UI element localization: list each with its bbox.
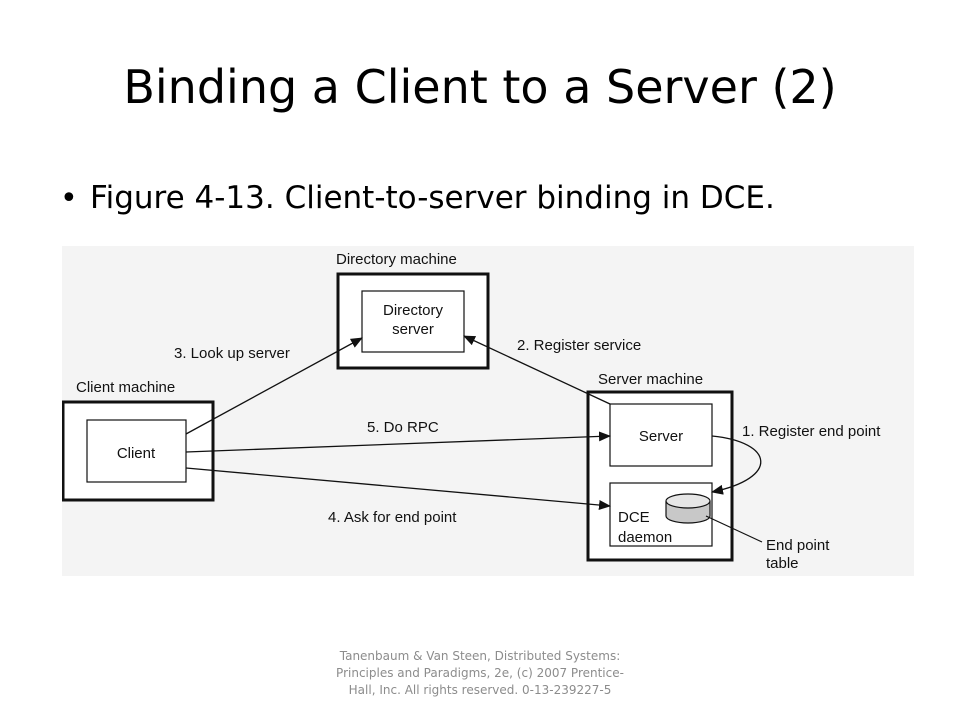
client-machine-label: Client machine (76, 379, 175, 396)
directory-server-box (361, 290, 465, 353)
dce-binding-figure: Directory machine Directory server Clien… (61, 246, 914, 576)
arrow-register-end-point (711, 435, 762, 495)
bullet-text: Figure 4-13. Client-to-server binding in… (90, 180, 775, 216)
end-point-table-pointer (705, 515, 763, 543)
slide-title: Binding a Client to a Server (2) (123, 60, 837, 114)
end-point-table-label-line2: table (766, 555, 799, 572)
end-point-table-label-line1: End point (766, 537, 830, 554)
directory-server-label-line2: server (392, 321, 434, 338)
step5-label: 5. Do RPC (367, 419, 439, 436)
step1-label: 1. Register end point (742, 423, 881, 440)
step4-label: 4. Ask for end point (328, 509, 457, 526)
step3-label: 3. Look up server (174, 345, 290, 362)
client-box (86, 419, 187, 483)
dce-binding-diagram: Directory machine Directory server Clien… (61, 251, 881, 572)
server-label: Server (639, 428, 683, 445)
arrow-ask-for-end-point (185, 467, 611, 510)
directory-server-label-line1: Directory (383, 302, 444, 319)
arrow-register-service (463, 335, 611, 405)
end-point-table-cylinder (665, 493, 711, 524)
arrow-look-up-server (185, 337, 363, 435)
bullet-dot-icon: • (60, 181, 78, 216)
client-label: Client (117, 445, 156, 462)
arrow-do-rpc (185, 431, 611, 453)
copyright-footer: Tanenbaum & Van Steen, Distributed Syste… (336, 649, 624, 697)
dce-daemon-label-line2: daemon (618, 529, 672, 546)
dce-daemon-label-line1: DCE (618, 509, 650, 526)
bullet-item: • Figure 4-13. Client-to-server binding … (60, 180, 775, 216)
server-machine-label: Server machine (598, 371, 703, 388)
directory-machine-label: Directory machine (336, 251, 457, 268)
step2-label: 2. Register service (517, 337, 641, 354)
